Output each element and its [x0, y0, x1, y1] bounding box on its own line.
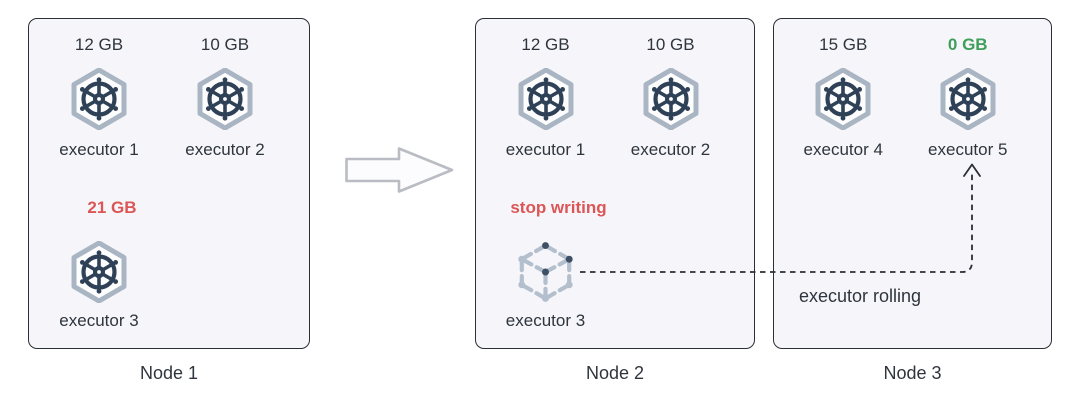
node-2-box: 12 GB executor 1 10 GB executor 2 stop w…	[475, 18, 755, 349]
node-1: 12 GB executor 1 10 GB executor 2 21 GB …	[28, 18, 310, 384]
node-label: Node 2	[585, 363, 645, 383]
executor-cell: 21 GB executor 3	[29, 197, 169, 331]
helm-hexagon-icon	[70, 241, 128, 303]
memory-label: 15 GB	[819, 35, 868, 54]
stop-writing-label: stop writing	[510, 198, 607, 217]
executor-name: executor 2	[185, 140, 265, 159]
memory-label-fresh: 0 GB	[947, 35, 988, 54]
node-3: 15 GB executor 4 0 GB executor 5 Node 3	[773, 18, 1052, 384]
helm-hexagon-icon	[517, 68, 575, 130]
dashed-cube-icon	[516, 241, 575, 303]
helm-hexagon-icon	[939, 68, 997, 130]
executor-name: executor 4	[803, 140, 883, 159]
helm-hexagon-icon	[196, 68, 254, 130]
helm-hexagon-icon	[70, 68, 128, 130]
executor-name: executor 5	[928, 140, 1008, 159]
executor-cell: 10 GB executor 2	[155, 34, 295, 160]
executor-name: executor 3	[505, 311, 586, 330]
memory-label: 12 GB	[521, 35, 570, 54]
executor-name: executor 1	[59, 140, 139, 159]
node-1-box: 12 GB executor 1 10 GB executor 2 21 GB …	[28, 18, 310, 349]
helm-hexagon-icon	[642, 68, 700, 130]
node-label: Node 3	[883, 363, 942, 383]
executor-name: executor 3	[59, 311, 139, 330]
executor-name: executor 2	[630, 140, 711, 159]
executor-name: executor 1	[505, 140, 586, 159]
executor-cell: 15 GB executor 4	[774, 34, 913, 160]
memory-label: 12 GB	[74, 35, 124, 54]
helm-hexagon-icon	[814, 68, 872, 130]
executor-cell: 12 GB executor 1	[476, 34, 615, 160]
node-2: 12 GB executor 1 10 GB executor 2 stop w…	[475, 18, 755, 384]
node-label: Node 1	[139, 363, 199, 383]
memory-label: 10 GB	[200, 35, 250, 54]
executor-rolling-label: executor rolling	[799, 286, 922, 306]
executor-cell: 0 GB executor 5	[899, 34, 1038, 160]
executor-cell: 10 GB executor 2	[601, 34, 740, 160]
memory-label-alert: 21 GB	[87, 198, 137, 217]
executor-cell: 12 GB executor 1	[29, 34, 169, 160]
executor-cell: stop writing executor 3	[476, 197, 615, 331]
block-arrow-right-icon	[345, 147, 454, 193]
memory-label: 10 GB	[646, 35, 695, 54]
